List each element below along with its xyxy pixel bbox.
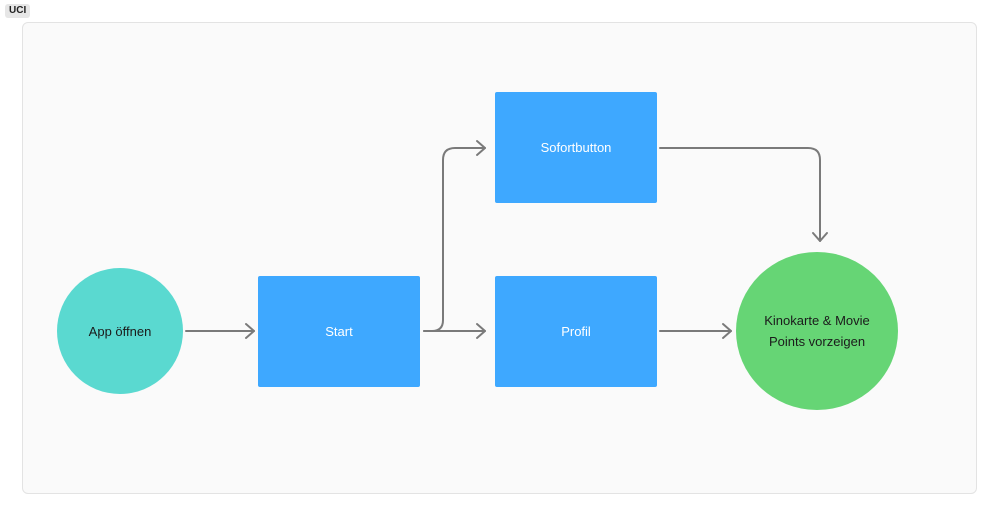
node-app-open[interactable]: App öffnen xyxy=(57,268,183,394)
node-instant-button[interactable]: Sofortbutton xyxy=(495,92,657,203)
node-start[interactable]: Start xyxy=(258,276,420,387)
node-show-card-label: Kinokarte & Movie Points vorzeigen xyxy=(764,313,870,349)
node-start-label: Start xyxy=(325,324,353,339)
node-show-card[interactable]: Kinokarte & Movie Points vorzeigen xyxy=(736,252,898,410)
node-instant-button-label: Sofortbutton xyxy=(540,140,612,155)
frame-tag[interactable]: UCI xyxy=(5,4,31,18)
node-app-open-label: App öffnen xyxy=(88,323,152,339)
node-profile[interactable]: Profil xyxy=(495,276,657,387)
node-profile-label: Profil xyxy=(561,324,591,339)
